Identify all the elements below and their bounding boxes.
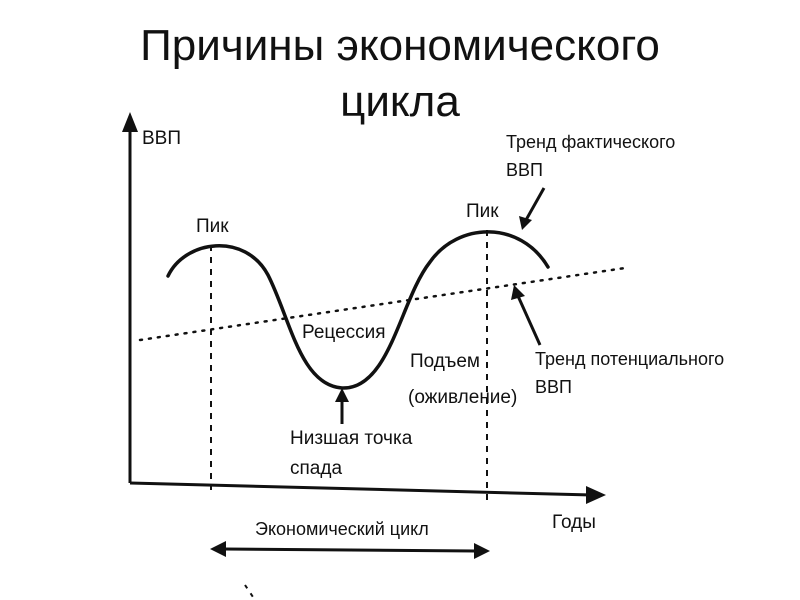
trough-arrow-head-icon [335, 388, 349, 402]
x-axis-label: Годы [552, 512, 596, 533]
potential-trend-pointer [516, 295, 542, 346]
x-axis [129, 481, 593, 497]
x-axis-arrow-icon [586, 486, 606, 504]
potential-trend-label-line-1: Тренд потенциального [535, 349, 724, 369]
cycle-span-tail-dashes [244, 584, 256, 600]
y-axis-arrow-icon [122, 112, 138, 132]
peak-left-label: Пик [196, 216, 229, 237]
recession-label: Рецессия [302, 322, 386, 343]
actual-trend-label-line-2: ВВП [506, 160, 543, 180]
cycle-span-line [223, 547, 477, 553]
peak-right-label: Пик [466, 201, 499, 222]
cycle-label: Экономический цикл [255, 519, 429, 539]
potential-trend-label-line-2: ВВП [535, 377, 572, 397]
actual-gdp-curve [166, 230, 550, 390]
actual-trend-label-line-1: Тренд фактического [506, 132, 675, 152]
potential-gdp-trend-line [138, 266, 627, 342]
potential-trend-pointer-head-icon [511, 285, 525, 300]
actual-trend-pointer-head-icon [519, 216, 532, 230]
cycle-span-left-arrow-icon [210, 541, 226, 557]
slide-title: Причины экономического цикла [0, 18, 800, 130]
trough-label-line-2: спада [290, 458, 342, 479]
cycle-span-right-arrow-icon [474, 543, 490, 559]
actual-trend-pointer [524, 187, 546, 221]
y-axis-label: ВВП [142, 128, 181, 149]
trough-label-line-1: Низшая точка [290, 428, 413, 449]
recovery-label-line-2: (оживление) [408, 387, 517, 408]
title-line-1: Причины экономического [140, 21, 660, 70]
recovery-label-line-1: Подъем [410, 351, 480, 372]
title-line-2: цикла [340, 77, 460, 126]
